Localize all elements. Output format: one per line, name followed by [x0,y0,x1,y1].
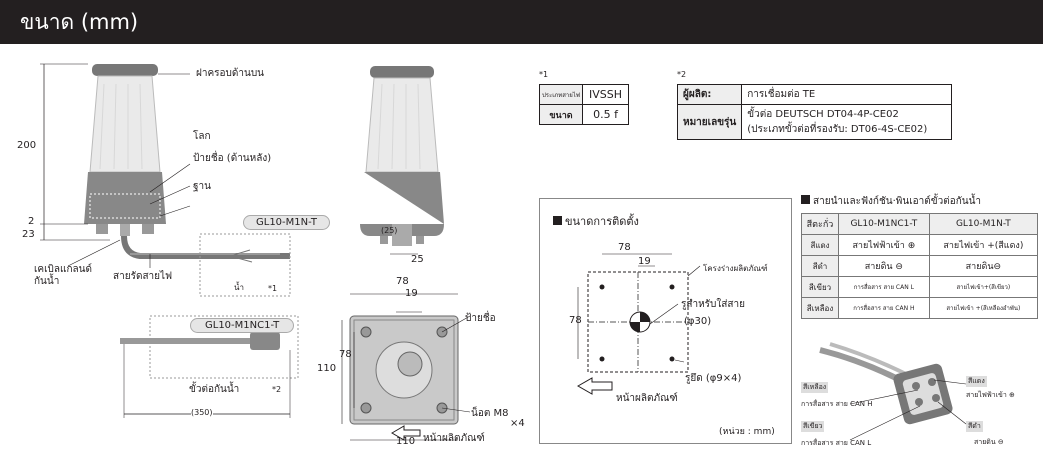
dim-110-left: 110 [317,363,337,374]
base-shape [84,172,166,224]
note2-table: ผู้ผลิต:การเชื่อมต่อ TE หมายเลขรุ่นขั้วต… [676,84,953,140]
cable-hole-dia: (φ30) [684,316,712,327]
nameplate-shape [89,193,161,219]
cell: สีแดง [800,234,840,256]
cable-hole-label: รูสำหรับใส่สาย [681,299,745,310]
table-row: หมายเลขรุ่น ขั้วต่อ DEUTSCH DT04-4P-CE02 (… [676,104,953,140]
yellow-desc: การสื่อสาร สาย CAN H [801,400,873,408]
note1-mark: *1 [268,284,278,293]
dim-78-left: 78 [339,349,352,360]
black-label: สีดำ [966,421,983,432]
outline-label: โครงร่างผลิตภัณฑ์ [703,264,768,273]
front-label-mount: หน้าผลิตภัณฑ์ [616,393,678,404]
dim-2: 2 [28,216,35,227]
wire-table-title: สายนำและฟังก์ชัน·พินเอาต์ขั้วต่อกันน้ำ [801,194,981,209]
cell: สายดิน ⊖ [838,255,930,277]
note2-table-mark: *2 [677,70,687,79]
mounting-box [539,198,792,444]
mount-dim-78: 78 [618,242,631,253]
dim-350: (350) [191,408,213,417]
cell: IVSSH [582,84,630,105]
top-cover-shape [92,64,158,76]
header-cell: GL10-M1NC1-T [838,213,930,235]
cell: การเชื่อมต่อ TE [741,84,953,105]
nameplate-label: ป้ายชื่อ (ด้านหลัง) [193,153,272,164]
dim-200: 200 [17,140,37,151]
cell: ประเภทสายไฟ [538,84,584,105]
screw-hole-label: รูยึด (φ9×4) [685,373,742,384]
front-label-mid: หน้าผลิตภัณฑ์ [423,433,485,444]
cell: สายไฟฟ้าเข้า ⊕ [838,234,930,256]
globe-label: โลก [193,131,211,142]
model-line2: (ประเภทขั้วต่อที่รองรับ: DT06-4S-CE02) [747,124,928,135]
header-cell: สีตะกั่ว [800,213,840,235]
green-label: สีเขียว [801,421,825,432]
cell: 0.5 f [582,104,630,125]
dim-25: 25 [411,254,424,265]
side-view-drawing [40,63,299,418]
cell: สายดิน⊖ [928,255,1039,277]
water-label: น้ำ [234,283,244,292]
dim-25p: (25) [381,226,398,235]
mounting-title: ขนาดการติดตั้ง [553,212,639,230]
cell: สายไฟเข้า +(สีเหลืองอำพัน) [928,297,1039,319]
header-cell: GL10-M1N-T [928,213,1039,235]
cell: หมายเลขรุ่น [676,104,743,140]
base-label: ฐาน [193,181,211,192]
black-desc: สายดิน ⊖ [974,438,1004,446]
model-line1: ขั้วต่อ DEUTSCH DT04-4P-CE02 [747,109,899,120]
dim-110-bottom: 110 [396,436,416,447]
note1-table-mark: *1 [539,70,549,79]
cell: การสื่อสาร สาย CAN L [838,276,930,298]
cell: สีดำ [800,255,840,277]
mount-dim-19: 19 [638,256,651,267]
page-title: ขนาด (mm) [0,0,1043,44]
nut-qty: ×4 [510,418,525,429]
dim-78-top: 78 [396,276,409,287]
nut-label: น็อต M8 [471,408,509,419]
mounting-drawing [576,253,701,395]
model-b-badge: GL10-M1NC1-T [190,318,295,333]
red-label: สีแดง [966,376,987,387]
cable-tie-label: สายรัดสายไฟ [113,271,173,282]
note2-mark: *2 [272,385,282,394]
table-row: สีแดงสายไฟฟ้าเข้า ⊕สายไฟเข้า +(สีแดง) [800,234,1039,256]
yellow-label: สีเหลือง [801,382,829,393]
dim-19: 19 [405,288,418,299]
front-bottom-view-drawing [341,66,471,441]
top-cover-label: ฝาครอบด้านบน [196,68,265,79]
cell: สีเขียว [800,276,840,298]
nameplate-label-bottom: ป้ายชื่อ [465,313,496,324]
mount-dim-78-v: 78 [569,315,582,326]
model-a-badge: GL10-M1N-T [243,215,330,230]
dim-23: 23 [22,229,35,240]
red-desc: สายไฟฟ้าเข้า ⊕ [966,391,1015,399]
unit-label: (หน่วย : mm) [719,427,775,437]
table-row: ผู้ผลิต:การเชื่อมต่อ TE [676,84,953,105]
cell: สีเหลือง [800,297,840,319]
cell: ผู้ผลิต: [676,84,743,105]
connector-drawing [819,342,967,441]
cell: สายไฟเข้า+(สีเขียว) [928,276,1039,298]
cell: สายไฟเข้า +(สีแดง) [928,234,1039,256]
cell: ขั้วต่อ DEUTSCH DT04-4P-CE02 (ประเภทขั้วต… [741,104,953,140]
gland-label: เคเบิลแกลนด์กันน้ำ [34,264,92,287]
cell: การสื่อสาร สาย CAN H [838,297,930,319]
green-desc: การสื่อสาร สาย CAN L [801,439,872,447]
connector-label: ขั้วต่อกันน้ำ [189,384,240,395]
cell: ขนาด [538,104,584,125]
table-row: สีดำสายดิน ⊖สายดิน⊖ [800,255,1039,277]
